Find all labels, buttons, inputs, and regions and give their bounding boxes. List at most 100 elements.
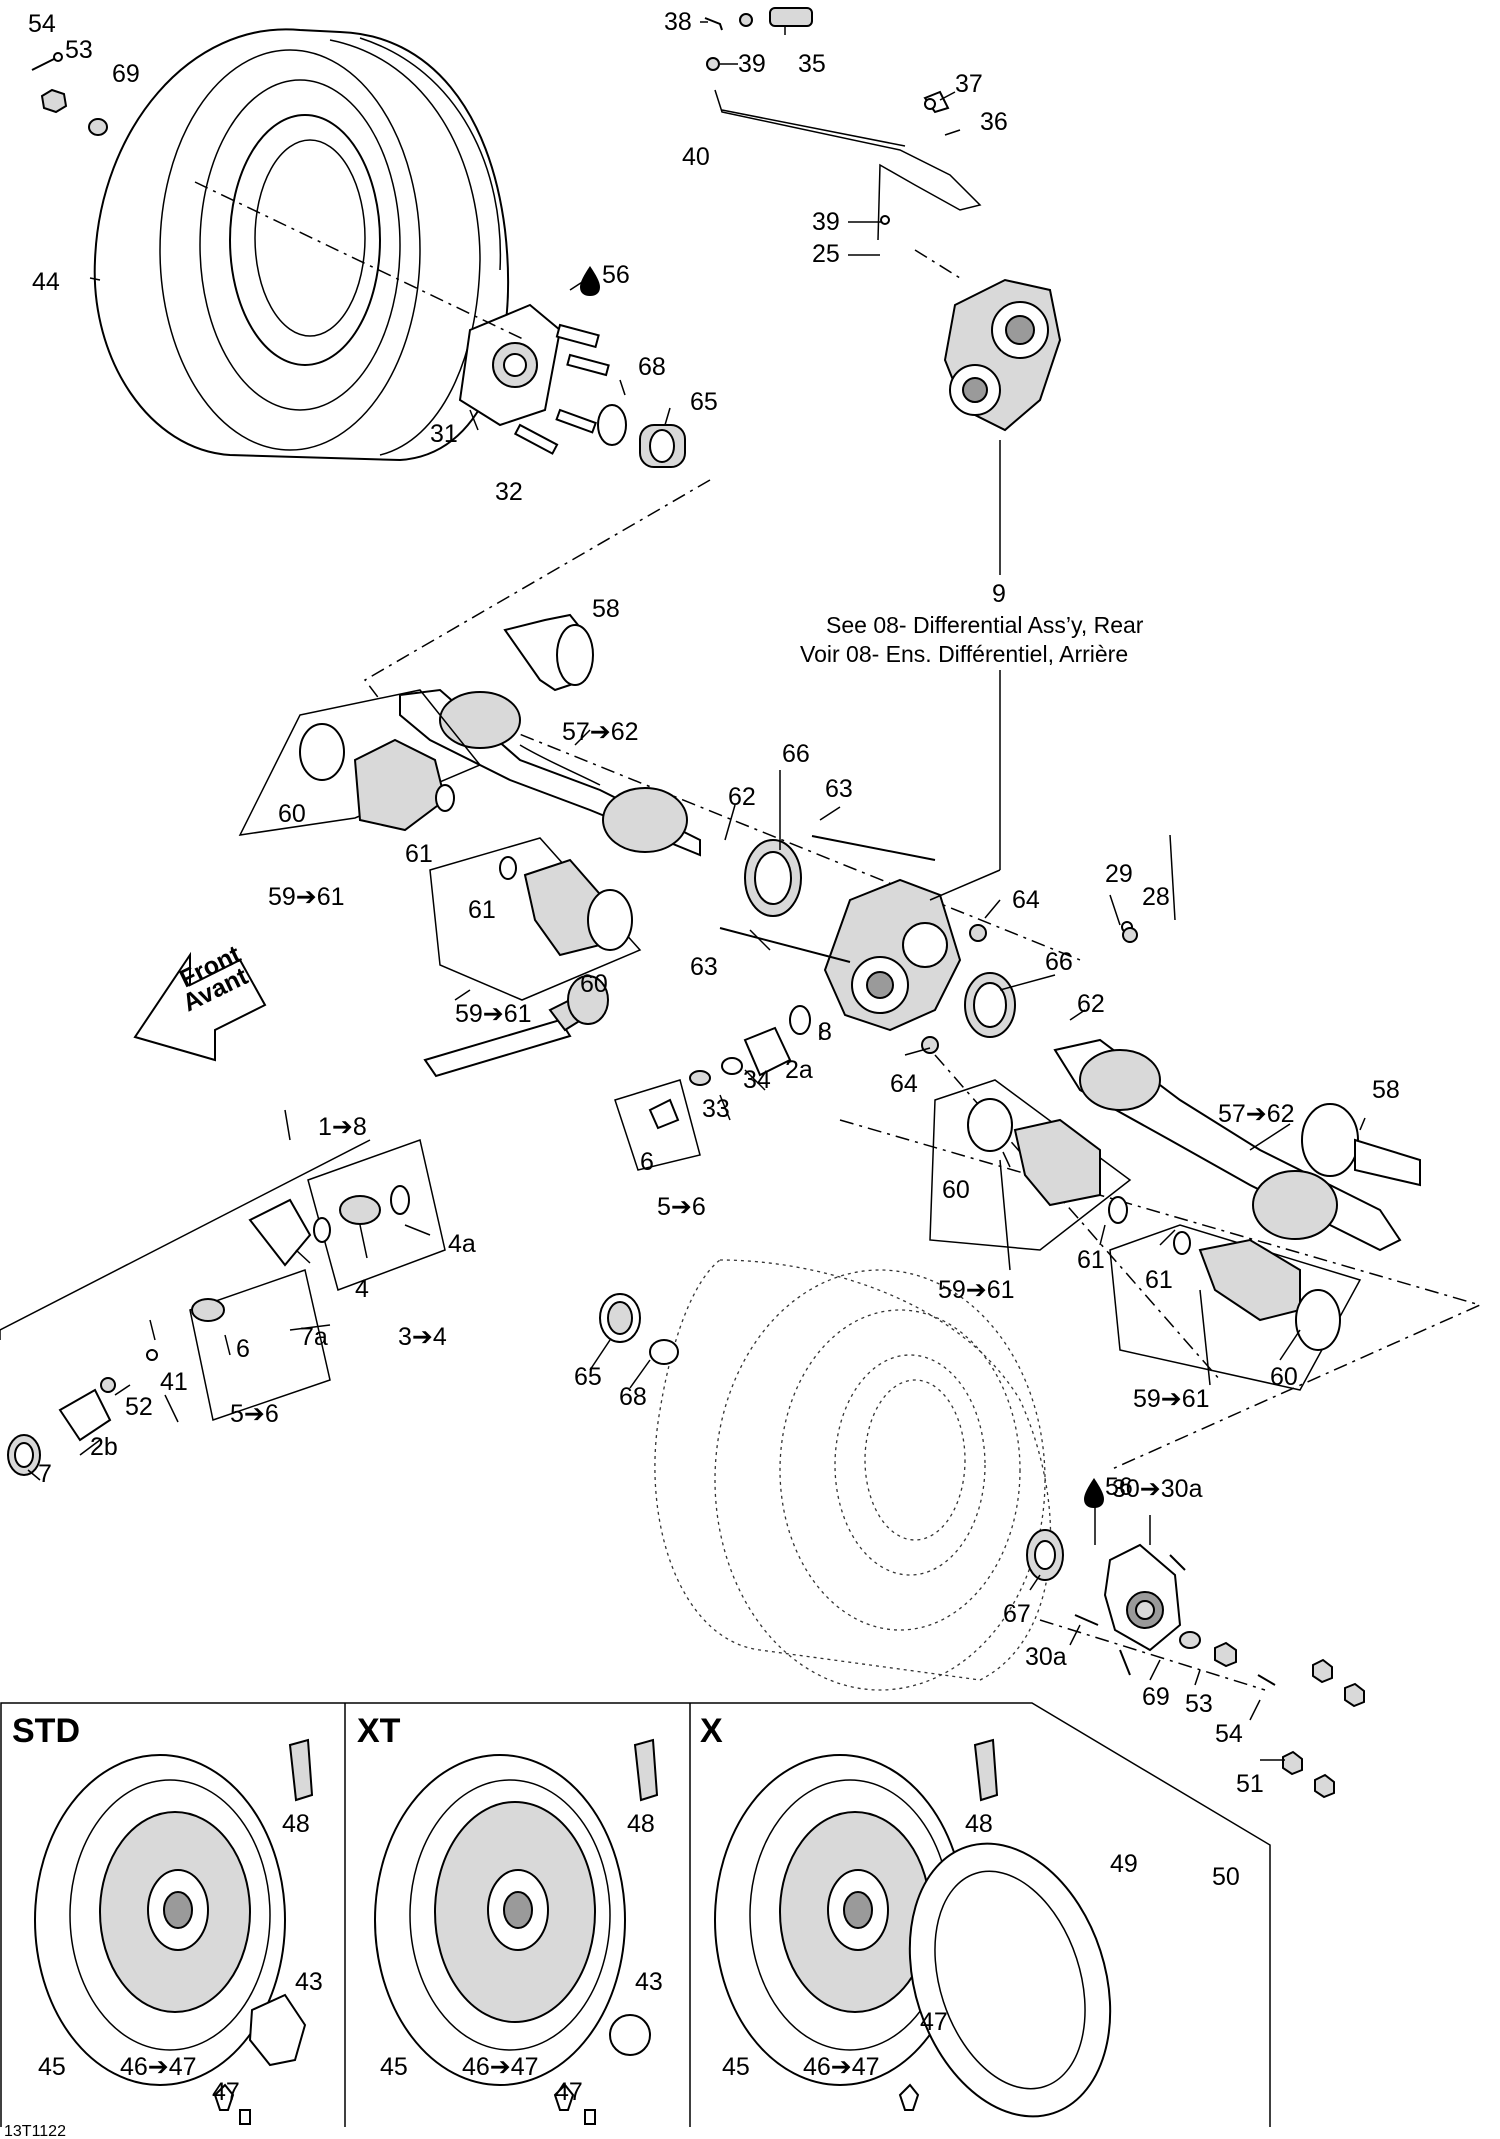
callout-57-62-right: 57➔62 [1218,1100,1295,1128]
callout-46-47-std: 46➔47 [120,2053,197,2081]
callout-63: 63 [825,775,853,803]
callout-60-d: 60 [1270,1363,1298,1391]
std-wheel-panel: STD 48 43 45 46➔47 47 [12,1712,323,2125]
callout-47-std: 47 [212,2078,240,2106]
cv-axle-upper [399,688,701,857]
x-wheel-panel: X 48 49 50 47 45 46➔47 [700,1712,1240,2118]
callout-28: 28 [1142,883,1170,911]
rear-tire-upper [93,28,509,462]
callout-51: 51 [1236,1770,1264,1798]
assembly-leader-lines [194,181,1483,1691]
panel-title-std: STD [12,1712,80,1750]
callout-4a: 4a [448,1230,476,1258]
callout-34: 34 [743,1066,771,1094]
callout-33: 33 [702,1095,730,1123]
callout-6-a: 6 [640,1148,654,1176]
rear-tire-lower [654,1259,1052,1691]
callout-47-x: 47 [920,2008,948,2036]
callout-2b: 2b [90,1433,118,1461]
hub-knuckle-upper [458,303,686,468]
callout-68: 68 [638,353,666,381]
callout-40: 40 [682,143,710,171]
callout-64: 64 [1012,886,1040,914]
cv-boot-kit-right-right [1109,1224,1362,1391]
callout-54: 54 [28,10,56,38]
oil-drop-icon-right [1084,1478,1104,1508]
oil-drop-icon [580,266,600,296]
callout-57-62: 57➔62 [562,718,639,746]
callout-64-mid: 64 [890,1070,918,1098]
callout-63-mid: 63 [690,953,718,981]
cv-axle-right [1053,1038,1421,1252]
callout-62: 62 [728,783,756,811]
callout-65: 65 [690,388,718,416]
callout-5-6-b: 5➔6 [230,1400,279,1428]
callout-56-right: 56 [1105,1473,1133,1501]
callout-59-61-a: 59➔61 [268,883,345,911]
callout-39-mid: 39 [812,208,840,236]
differential-housing-center [719,835,1138,1054]
callout-39: 39 [738,50,766,78]
callout-59-61-d: 59➔61 [1133,1385,1210,1413]
callout-43-std: 43 [295,1968,323,1996]
callout-49: 49 [1110,1850,1138,1878]
callout-45-std: 45 [38,2053,66,2081]
callout-58: 58 [592,595,620,623]
differential-upper-view [943,278,1062,432]
cv-boot-kit-right-left [929,1079,1132,1251]
callout-6-b: 6 [236,1335,250,1363]
callout-52: 52 [125,1393,153,1421]
callout-68-mid: 68 [619,1383,647,1411]
callout-48-xt: 48 [627,1810,655,1838]
callout-61-c: 61 [1077,1246,1105,1274]
callout-59-61-c: 59➔61 [938,1276,1015,1304]
callouts-top: 54 53 69 44 56 31 32 68 65 38 39 35 37 3… [28,8,1170,1123]
callout-48-x: 48 [965,1810,993,1838]
diagram-id: 13T1122 [4,2123,66,2139]
callout-53-right: 53 [1185,1690,1213,1718]
callout-30-30a: 30➔30a [1112,1475,1203,1503]
wheel-nut-group-top [31,52,108,136]
callout-44: 44 [32,268,60,296]
callout-69-right: 69 [1142,1683,1170,1711]
panel-title-x: X [700,1712,723,1750]
callout-60-b: 60 [580,970,608,998]
callout-60-c: 60 [942,1176,970,1204]
callout-30a: 30a [1025,1643,1067,1671]
callout-leader-lines [0,21,1366,1761]
wheel-options-frame [0,1702,1271,2127]
callout-9: 9 [992,580,1006,608]
callout-43-xt: 43 [635,1968,663,1996]
front-direction-arrow: Front Avant [133,940,267,1062]
callout-56: 56 [602,261,630,289]
callout-31: 31 [430,420,458,448]
callout-66-mid: 66 [1045,948,1073,976]
callout-46-47-xt: 46➔47 [462,2053,539,2081]
brake-line-assembly [704,7,982,241]
drive-shaft-assembly [7,975,811,1476]
callout-5-6-a: 5➔6 [657,1193,706,1221]
callout-61-d: 61 [1145,1266,1173,1294]
callout-48-std: 48 [282,1810,310,1838]
callout-54-right: 54 [1215,1720,1243,1748]
callout-47-xt: 47 [555,2078,583,2106]
callout-32: 32 [495,478,523,506]
callout-66: 66 [782,740,810,768]
callout-36: 36 [980,108,1008,136]
callout-2a: 2a [785,1056,813,1084]
cv-joint-58-upper [503,613,594,692]
xt-wheel-panel: XT 48 43 45 46➔47 47 [357,1712,663,2125]
callout-65-mid: 65 [574,1363,602,1391]
callout-67: 67 [1003,1600,1031,1628]
hub-knuckle-lower [599,1293,1365,1799]
callout-62-mid: 62 [1077,990,1105,1018]
callout-37: 37 [955,70,983,98]
cv-boot-kit-upper-right [429,837,642,1001]
callout-61-b: 61 [468,896,496,924]
callout-69: 69 [112,60,140,88]
callout-25: 25 [812,240,840,268]
differential-note-fr: Voir 08- Ens. Différentiel, Arrière [800,641,1128,667]
callout-45-xt: 45 [380,2053,408,2081]
callout-50: 50 [1212,1863,1240,1891]
